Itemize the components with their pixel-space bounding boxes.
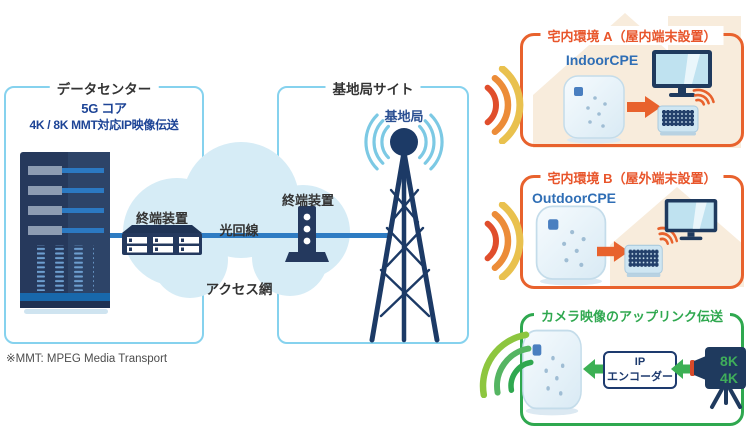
radio-waves-a-icon <box>484 66 524 144</box>
terminal-device-1-icon <box>122 225 202 255</box>
mmt-footnote: ※MMT: MPEG Media Transport <box>6 353 168 365</box>
server-rack-icon <box>20 152 110 314</box>
cpe-b-icon <box>535 205 607 286</box>
router-a-icon <box>657 88 715 136</box>
core-caption-line2: 4K / 8K MMT対応IP映像伝送 <box>29 118 179 132</box>
cpe-a-icon <box>563 75 625 144</box>
arrow-b-icon <box>597 241 629 262</box>
tv-a-icon <box>652 50 712 97</box>
house-a-title: 宅内環境 A（屋内端末設置） <box>540 26 724 45</box>
uplink-title: カメラ映像のアップリンク伝送 <box>533 306 731 325</box>
green-arrow-2-icon <box>671 359 697 379</box>
terminal2-label: 終端装置 <box>281 193 334 208</box>
ip-encoder-box: IP エンコーダー <box>603 351 677 389</box>
core-caption-line1: 5G コア <box>81 101 127 116</box>
antenna-tower-icon <box>364 113 444 343</box>
access-network-label: アクセス網 <box>205 282 273 297</box>
camera-res-4k: 4K <box>720 370 738 386</box>
arrow-a-icon <box>627 96 661 118</box>
basestation-panel: 基地局サイト <box>277 78 469 344</box>
camera-res-8k: 8K <box>720 353 738 369</box>
camera-icon: 8K 4K <box>690 347 746 409</box>
basestation-title: 基地局サイト <box>325 78 421 98</box>
cpe-uplink-icon <box>522 329 582 416</box>
ip-encoder-line1: IP <box>634 356 646 368</box>
house-a-panel: 宅内環境 A（屋内端末設置） <box>520 26 744 147</box>
outdoor-cpe-label: OutdoorCPE <box>532 190 616 206</box>
antenna-label: 基地局 <box>384 109 424 124</box>
terminal-device-2-icon <box>285 206 329 262</box>
datacenter-title: データセンター <box>49 78 159 98</box>
green-waves-icon <box>479 331 534 398</box>
ip-encoder-line2: エンコーダー <box>607 371 673 383</box>
core-caption: 5G コア 4K / 8K MMT対応IP映像伝送 <box>2 100 206 134</box>
optical-line-label: 光回線 <box>219 223 259 238</box>
terminal1-label: 終端装置 <box>135 211 188 226</box>
tv-b-icon <box>664 199 718 241</box>
indoor-cpe-label: IndoorCPE <box>565 52 639 68</box>
fiber-line <box>110 233 392 238</box>
house-b-title: 宅内環境 B（屋外端末設置） <box>540 168 724 187</box>
radio-waves-b-icon <box>484 202 524 280</box>
